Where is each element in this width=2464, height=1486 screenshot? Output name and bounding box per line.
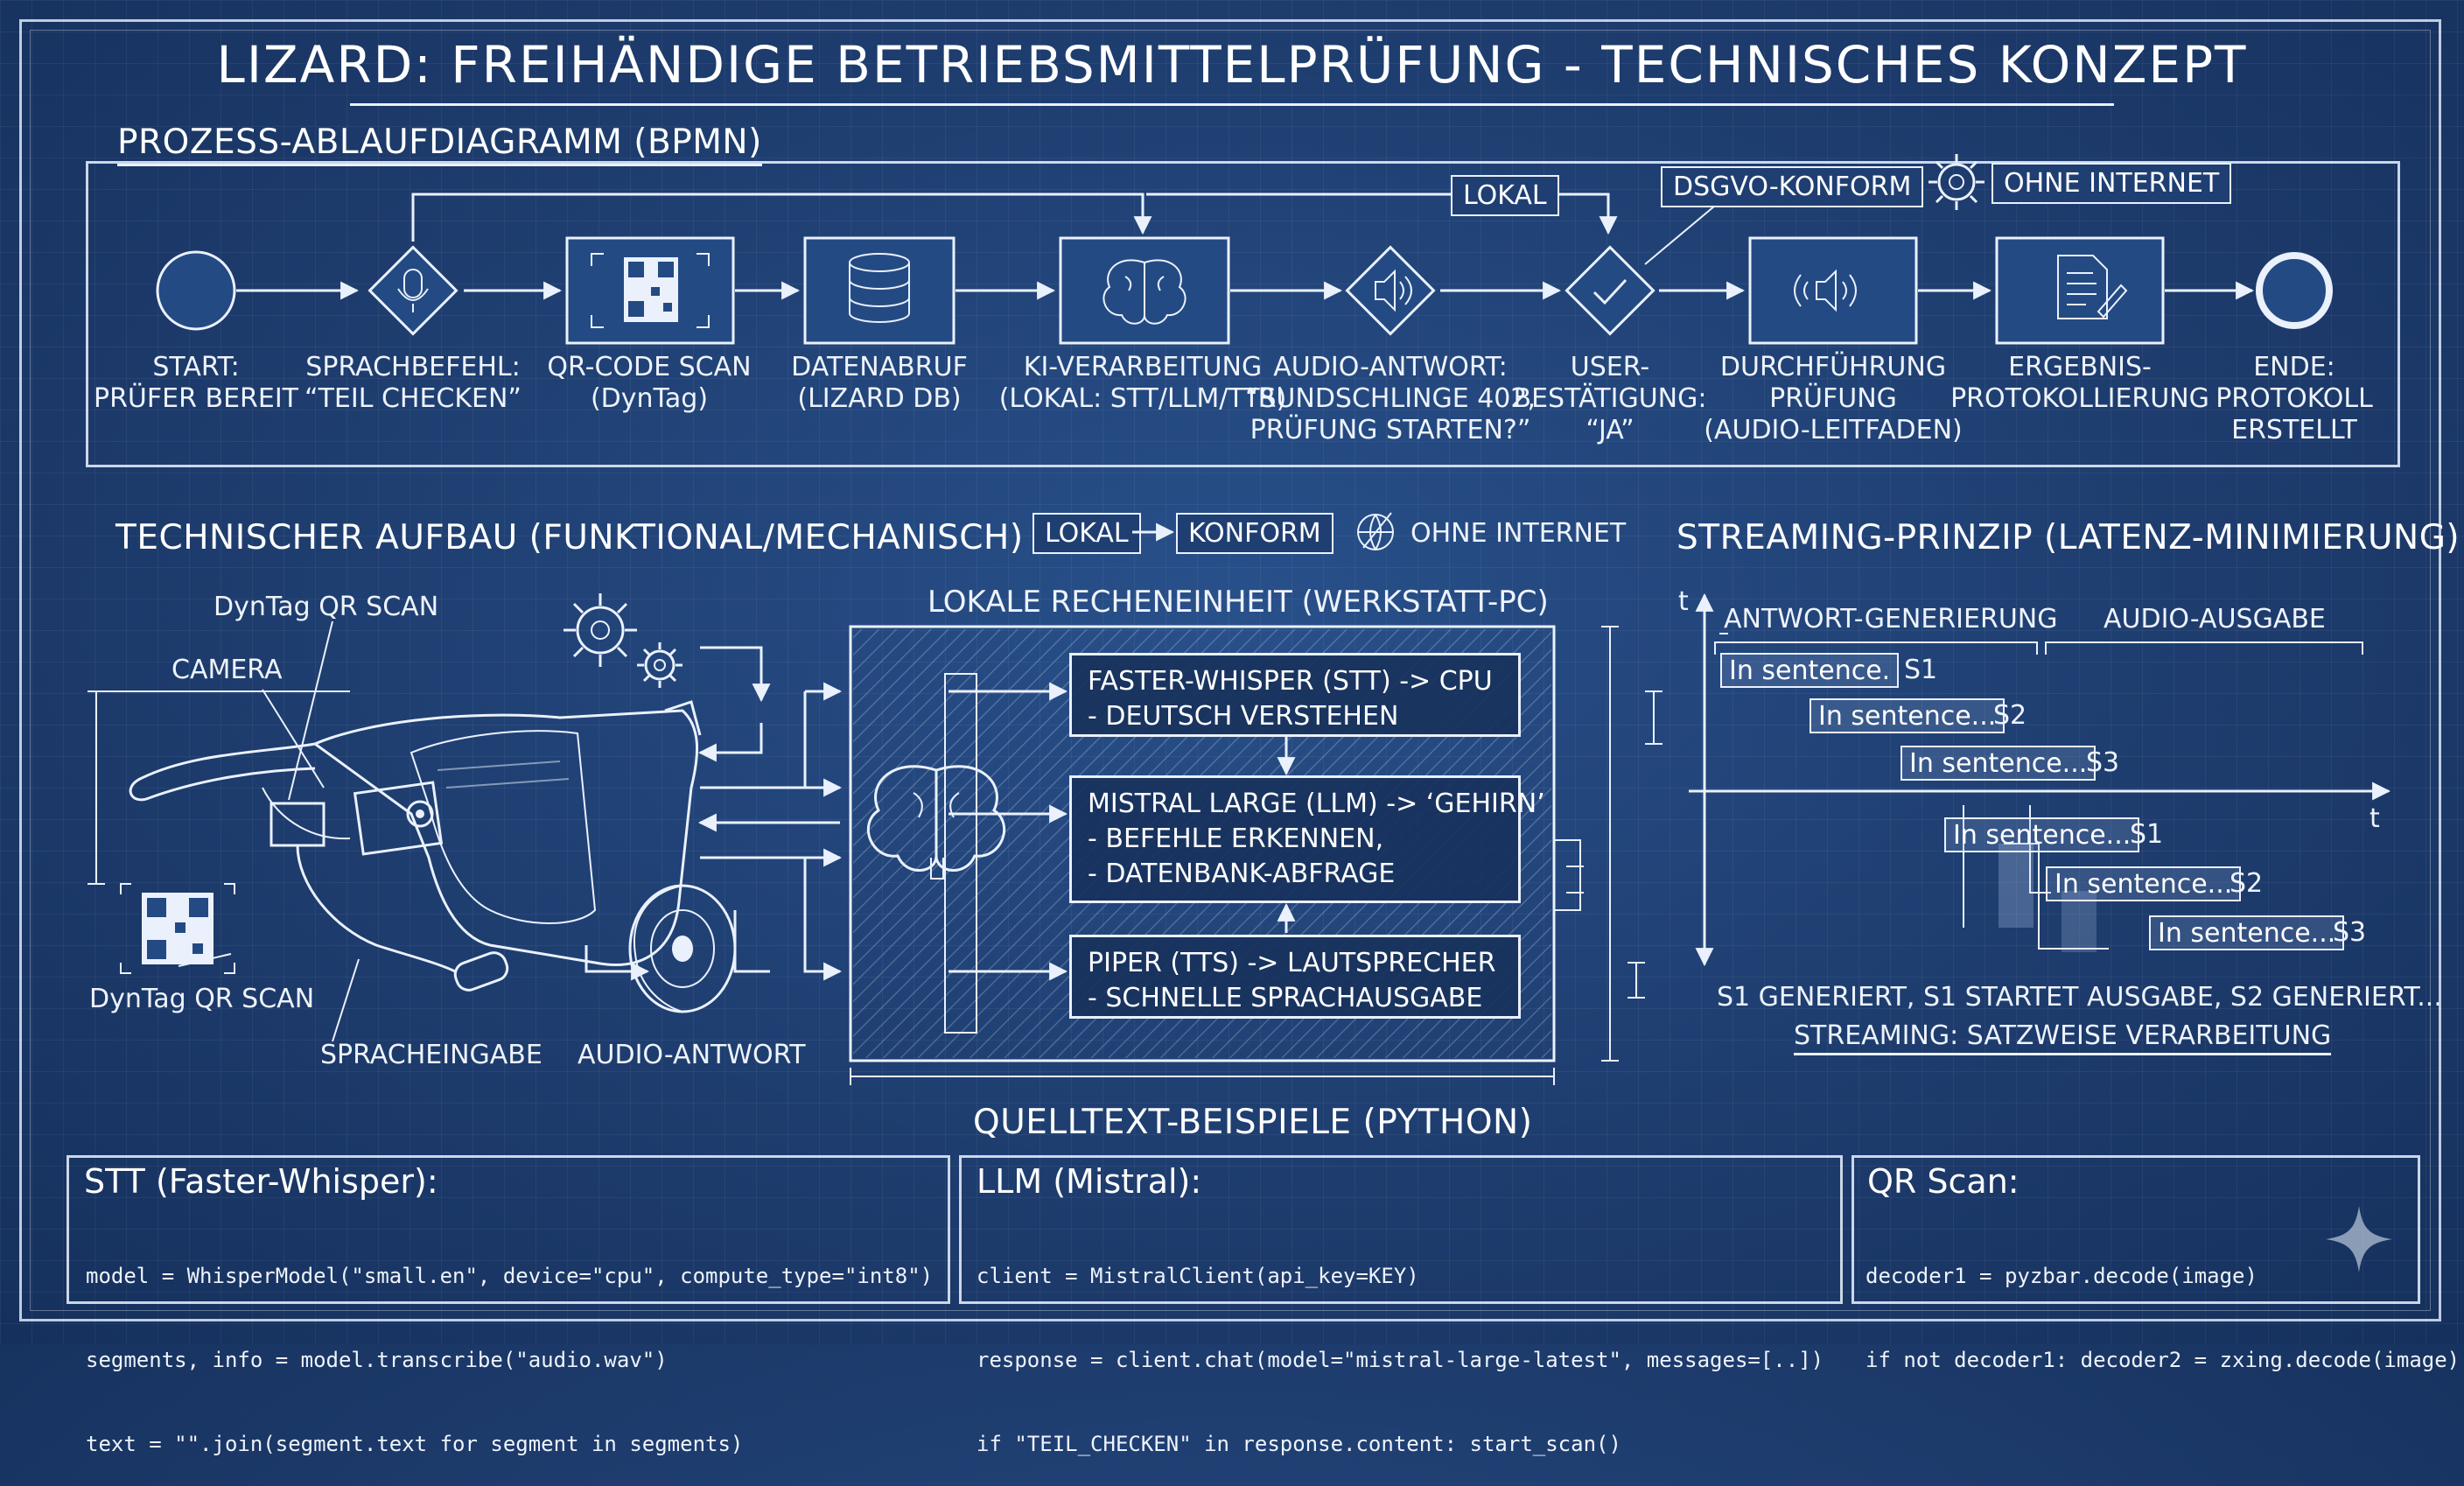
pc-brain-icon xyxy=(866,765,1006,880)
node-label-ergebnis: ERGEBNIS-PROTOKOLLIERUNG xyxy=(1950,352,2209,414)
tts-box: PIPER (TTS) -> LAUTSPRECHER - SCHNELLE S… xyxy=(1069,935,1521,1019)
bpmn-container xyxy=(86,161,2400,467)
node-label-qr: QR-CODE SCAN(DynTag) xyxy=(547,352,752,414)
out-label-s1: S1 xyxy=(2130,819,2164,850)
label-audio-antwort: AUDIO-ANTWORT xyxy=(578,1040,806,1070)
gen-sentence-s3: In sentence... xyxy=(1900,746,2096,781)
code-title-stt: STT (Faster-Whisper): xyxy=(84,1162,438,1201)
bpmn-diagram xyxy=(156,154,2333,345)
speaker-icon xyxy=(1345,245,1436,336)
audio-waves-icon xyxy=(1748,236,1918,345)
out-label-s2: S2 xyxy=(2230,868,2264,899)
bpmn-tag-lokal: LOKAL xyxy=(1451,175,1559,216)
code-box-llm xyxy=(959,1155,1843,1304)
end-event xyxy=(2256,252,2333,329)
node-label-sprachbefehl: SPRACHBEFEHL:“TEIL CHECKEN” xyxy=(304,352,522,414)
streaming-col-generation: ANTWORT-GENERIERUNG xyxy=(1724,604,2058,634)
out-label-s3: S3 xyxy=(2333,917,2367,948)
streaming-heading: STREAMING-PRINZIP (LATENZ-MINIMIERUNG) xyxy=(1676,518,2460,557)
gen-sentence-s1: In sentence. xyxy=(1720,653,1900,688)
llm-box: MISTRAL LARGE (LLM) -> ‘GEHIRN’ - BEFEHL… xyxy=(1069,775,1545,903)
outer-frame xyxy=(19,19,2441,1321)
code-box-qr xyxy=(1852,1155,2420,1304)
inner-frame xyxy=(30,30,2431,1311)
node-label-ki: KI-VERARBEITUNG(LOKAL: STT/LLM/TTS) xyxy=(998,352,1287,414)
label-camera: CAMERA xyxy=(172,655,283,685)
streaming-axis-t-vertical: t xyxy=(1678,586,1689,617)
bpmn-heading: PROZESS-ABLAUFDIAGRAMM (BPMN) xyxy=(117,123,762,166)
database-icon xyxy=(803,236,956,345)
node-label-start: START:PRÜFER BEREIT xyxy=(94,352,298,414)
out-sentence-s1: In sentence... xyxy=(1944,817,2140,852)
document-icon xyxy=(1995,236,2165,345)
node-label-datenabruf: DATENABRUF(LIZARD DB) xyxy=(791,352,968,414)
aufbau-tag-konform: KONFORM xyxy=(1176,513,1334,554)
streaming-caption: S1 GENERIERT, S1 STARTET AUSGABE, S2 GEN… xyxy=(1717,982,2442,1013)
brain-icon xyxy=(1059,236,1230,345)
gear-icon xyxy=(1928,154,1984,210)
gen-label-s1: S1 xyxy=(1904,655,1938,685)
code-title-llm: LLM (Mistral): xyxy=(976,1162,1202,1201)
bpmn-tag-internet: OHNE INTERNET xyxy=(1992,163,2232,204)
sequence-flows xyxy=(236,193,2255,300)
gears-icon xyxy=(564,593,682,688)
checkmark-icon xyxy=(1564,245,1656,336)
sparkle-icon xyxy=(2326,1206,2392,1272)
microphone-icon xyxy=(368,245,458,336)
no-internet-icon xyxy=(1357,512,1394,550)
label-dyntag-bottom: DynTag QR SCAN xyxy=(89,984,315,1014)
loudspeaker-icon xyxy=(628,884,737,1013)
gen-sentence-s2: In sentence... xyxy=(1810,698,2006,733)
start-event xyxy=(156,250,236,331)
node-label-bestaetigung: USER-BESTÄTIGUNG:“JA” xyxy=(1513,352,1707,445)
aufbau-heading: TECHNISCHER AUFBAU (FUNKTIONAL/MECHANISC… xyxy=(116,518,1024,557)
streaming-col-output: AUDIO-AUSGABE xyxy=(2104,604,2326,634)
stt-box: FASTER-WHISPER (STT) -> CPU - DEUTSCH VE… xyxy=(1069,653,1521,737)
qr-code-icon xyxy=(565,236,735,345)
title-underline xyxy=(350,103,2114,106)
aufbau-tag-internet: OHNE INTERNET xyxy=(1410,518,1627,549)
out-sentence-s3: In sentence... xyxy=(2149,915,2345,950)
code-heading: QUELLTEXT-BEISPIELE (PYTHON) xyxy=(973,1103,1533,1142)
aufbau-tag-lokal: LOKAL xyxy=(1032,513,1141,554)
streaming-axis-t-horizontal: t xyxy=(2370,803,2380,834)
code-title-qr: QR Scan: xyxy=(1867,1162,2020,1201)
gen-label-s2: S2 xyxy=(1993,700,2027,731)
page-title: LIZARD: FREIHÄNDIGE BETRIEBSMITTELPRÜFUN… xyxy=(216,35,2248,95)
smart-glasses xyxy=(88,690,702,992)
qr-code-small-icon xyxy=(120,883,235,974)
node-label-audio-antwort: AUDIO-ANTWORT:“RUNDSCHLINGE 402,PRÜFUNG … xyxy=(1244,352,1536,445)
bpmn-tag-dsgvo: DSGVO-KONFORM xyxy=(1661,166,1924,207)
out-sentence-s2: In sentence... xyxy=(2046,866,2242,901)
sparkle-mark xyxy=(2326,1206,2392,1272)
pc-title: LOKALE RECHENEINHEIT (WERKSTATT-PC) xyxy=(928,585,1549,620)
gen-label-s3: S3 xyxy=(2086,747,2120,778)
label-dyntag-top: DynTag QR SCAN xyxy=(214,592,439,622)
streaming-subcaption: STREAMING: SATZWEISE VERARBEITUNG xyxy=(1794,1020,2332,1055)
label-spracheingabe: SPRACHEINGABE xyxy=(320,1040,542,1070)
code-box-stt xyxy=(66,1155,950,1304)
